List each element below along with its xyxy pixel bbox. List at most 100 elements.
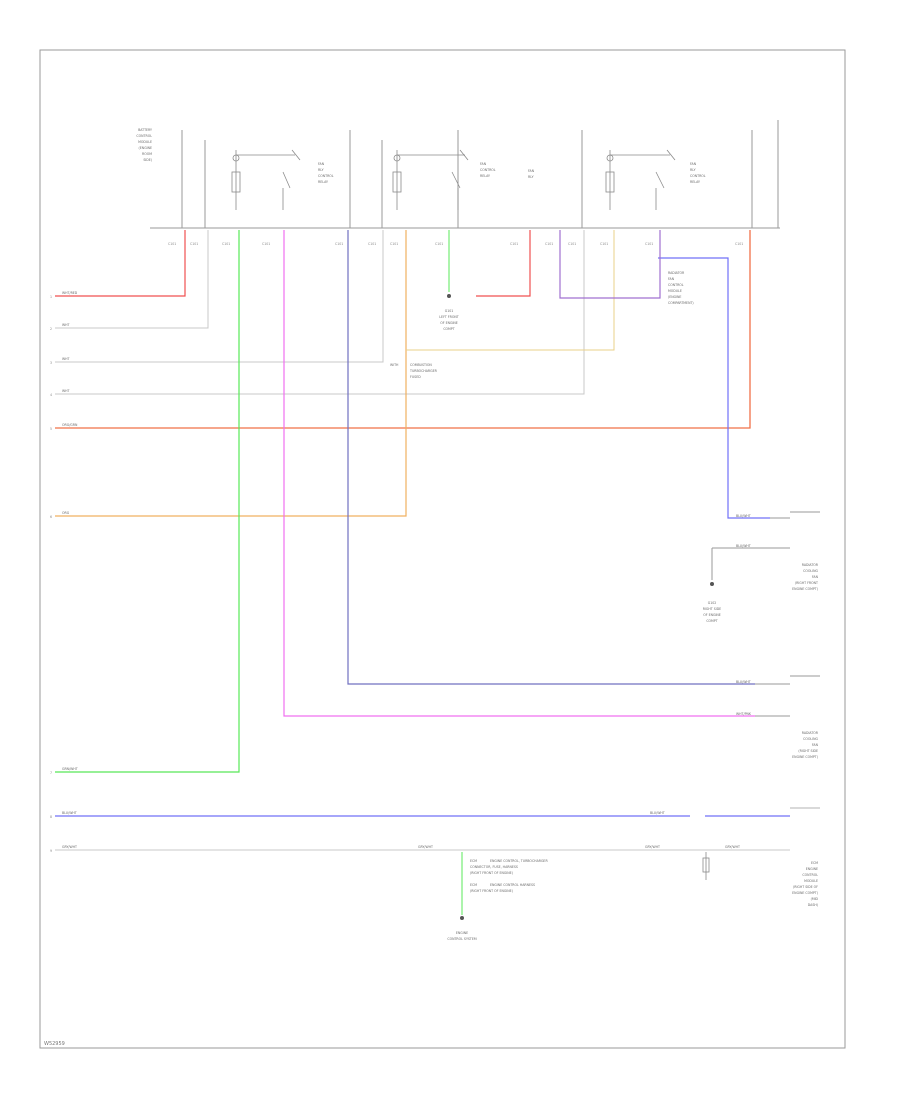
relay-1-label: FAN RLY CONTROL RELAY (318, 162, 334, 184)
svg-text:(RIGHT SIDE OF: (RIGHT SIDE OF (793, 885, 818, 889)
svg-text:C101: C101 (368, 242, 376, 246)
rad-fan-2-label: RADIATOR COOLING FAN (RIGHT SIDE ENGINE … (792, 731, 819, 759)
wire-pink (283, 230, 755, 717)
svg-text:RLY: RLY (528, 175, 534, 179)
svg-text:COMBUSTION: COMBUSTION (410, 363, 432, 367)
svg-text:(RIGHT FRONT OF ENGINE): (RIGHT FRONT OF ENGINE) (470, 889, 513, 893)
svg-text:MODULE: MODULE (668, 289, 682, 293)
relay-box (150, 120, 780, 229)
wire-gray-1 (55, 230, 209, 329)
svg-text:FAN: FAN (668, 277, 675, 281)
svg-text:BLU/WHT: BLU/WHT (736, 544, 751, 548)
fan-control-module-label: RADIATOR FAN CONTROL MODULE (ENGINE COMP… (668, 271, 694, 305)
ground-1-label: G101 LEFT FRONT OF ENGINE COMPT (439, 309, 458, 331)
svg-text:C101: C101 (262, 242, 270, 246)
svg-text:G102: G102 (708, 601, 717, 605)
svg-text:ECM: ECM (470, 883, 477, 887)
svg-text:(MID: (MID (811, 897, 819, 901)
svg-text:C101: C101 (600, 242, 608, 246)
svg-text:CONNECTOR, FUSE, HARNESS: CONNECTOR, FUSE, HARNESS (470, 865, 518, 869)
svg-text:ECM: ECM (470, 859, 477, 863)
svg-text:BLU/WHT: BLU/WHT (62, 811, 77, 815)
svg-text:RELAY: RELAY (690, 180, 700, 184)
svg-text:DASH): DASH) (808, 903, 818, 907)
svg-text:C101: C101 (645, 242, 653, 246)
svg-text:GRY/WHT: GRY/WHT (418, 845, 433, 849)
svg-text:C101: C101 (510, 242, 518, 246)
wire-green (55, 230, 240, 773)
diagram-frame (39, 49, 846, 1049)
ground-2-label: G102 RIGHT SIDE OF ENGINE COMPT (703, 601, 721, 623)
svg-text:WHT: WHT (62, 389, 70, 393)
relay-2-label: FAN CONTROL RELAY FAN RLY (480, 162, 535, 179)
svg-text:RELAY: RELAY (480, 174, 490, 178)
svg-text:RIGHT SIDE: RIGHT SIDE (703, 607, 721, 611)
bottom-note: ECM ENGINE CONTROL, TURBOCHARGER CONNECT… (470, 859, 548, 893)
relay-3 (605, 149, 676, 210)
svg-text:9: 9 (50, 849, 52, 853)
svg-text:(RIGHT SIDE: (RIGHT SIDE (798, 749, 818, 753)
svg-text:ENGINE CONTROL, TURBOCHARGER: ENGINE CONTROL, TURBOCHARGER (490, 859, 548, 863)
svg-text:ENGINE COMPT): ENGINE COMPT) (792, 587, 818, 591)
wire-red-left (55, 230, 186, 297)
svg-text:5: 5 (50, 427, 52, 431)
svg-text:C101: C101 (390, 242, 398, 246)
svg-text:CONTROL: CONTROL (668, 283, 684, 287)
svg-text:FAN: FAN (812, 575, 819, 579)
svg-text:C101: C101 (568, 242, 576, 246)
svg-text:C101: C101 (435, 242, 443, 246)
svg-text:MODULE: MODULE (804, 879, 818, 883)
svg-text:C101: C101 (335, 242, 343, 246)
svg-text:RADIATOR: RADIATOR (802, 731, 819, 735)
svg-text:WHT: WHT (62, 323, 70, 327)
svg-text:OF ENGINE: OF ENGINE (440, 321, 458, 325)
svg-text:LEFT FRONT: LEFT FRONT (439, 315, 458, 319)
svg-text:(ENGINE: (ENGINE (668, 295, 681, 299)
svg-text:8: 8 (50, 815, 52, 819)
resistor-symbol (702, 852, 710, 880)
svg-text:CONTROL: CONTROL (480, 168, 496, 172)
ground-2 (710, 582, 714, 586)
svg-text:G101: G101 (445, 309, 454, 313)
svg-text:FAN: FAN (690, 162, 697, 166)
wire-yellow (406, 230, 615, 351)
svg-text:COMPT: COMPT (443, 327, 454, 331)
connector-pins: C101 C101 C101 C101 C101 C101 C101 C101 … (168, 242, 743, 246)
svg-text:COOLING: COOLING (803, 569, 818, 573)
svg-text:GRN/WHT: GRN/WHT (62, 767, 78, 771)
svg-text:BLU/WHT: BLU/WHT (736, 514, 751, 518)
svg-text:WHT/RED: WHT/RED (62, 291, 78, 295)
svg-text:CONTROL: CONTROL (136, 134, 152, 138)
svg-text:ROOM: ROOM (142, 152, 152, 156)
wire-violet (347, 230, 755, 685)
svg-text:2: 2 (50, 327, 52, 331)
svg-text:RLY: RLY (318, 168, 324, 172)
svg-text:ENGINE: ENGINE (456, 931, 468, 935)
svg-text:RADIATOR: RADIATOR (802, 563, 819, 567)
ground-3-label: ENGINE CONTROL SYSTEM (447, 931, 477, 941)
rad-fan-1-label: RADIATOR COOLING FAN (RIGHT FRONT ENGINE… (792, 563, 819, 591)
svg-text:4: 4 (50, 393, 52, 397)
svg-text:COMPARTMENT): COMPARTMENT) (668, 301, 694, 305)
relay-1 (231, 149, 301, 210)
ecm-label: ECM ENGINE CONTROL MODULE (RIGHT SIDE OF… (792, 861, 818, 907)
svg-text:BATTERY: BATTERY (138, 128, 152, 132)
svg-text:FUSED: FUSED (410, 375, 421, 379)
svg-text:CONTROL SYSTEM: CONTROL SYSTEM (447, 937, 477, 941)
svg-text:TURBOCHARGER: TURBOCHARGER (409, 369, 438, 373)
svg-text:COMPT: COMPT (706, 619, 717, 623)
svg-text:RELAY: RELAY (318, 180, 328, 184)
svg-text:GRY/WHT: GRY/WHT (725, 845, 740, 849)
svg-text:WHT: WHT (62, 357, 70, 361)
wire-orange-red (55, 230, 751, 429)
svg-text:ENGINE COMPT): ENGINE COMPT) (792, 891, 818, 895)
svg-text:SIDE): SIDE) (143, 158, 152, 162)
svg-text:(RIGHT FRONT: (RIGHT FRONT (795, 581, 818, 585)
wire-purple (559, 230, 661, 299)
ground-1 (447, 294, 451, 298)
svg-text:ENGINE CONTROL HARNESS: ENGINE CONTROL HARNESS (490, 883, 535, 887)
svg-text:MODULE: MODULE (138, 140, 152, 144)
middle-note: WITH COMBUSTION TURBOCHARGER FUSED (390, 363, 438, 379)
svg-text:6: 6 (50, 515, 52, 519)
